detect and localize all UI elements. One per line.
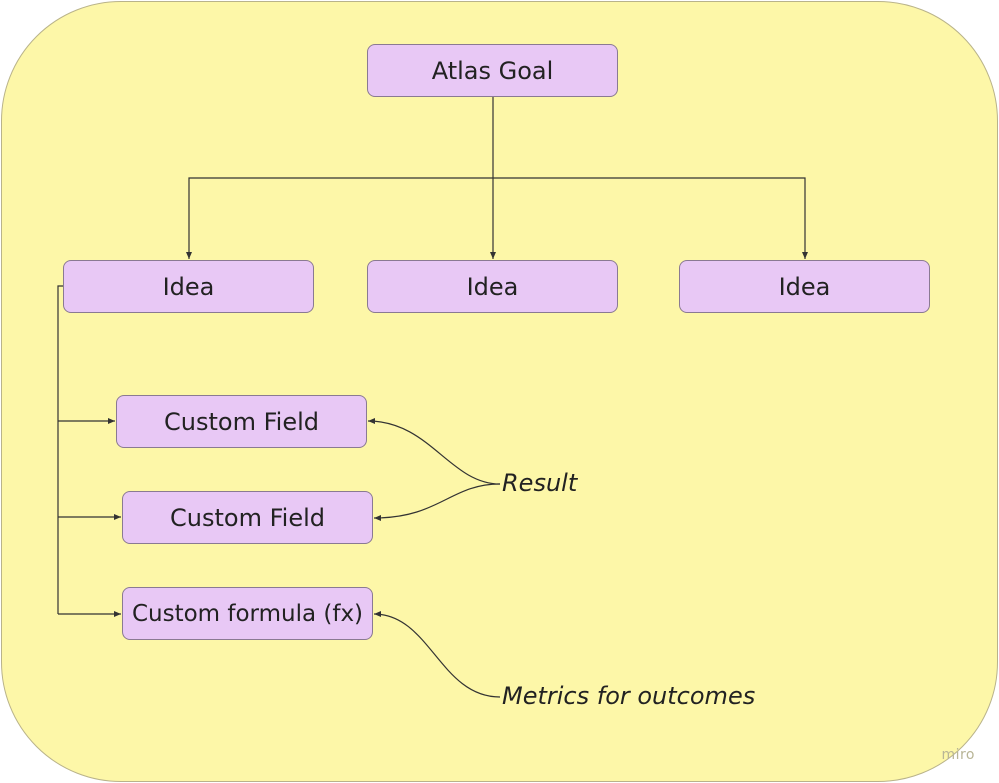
idea-node-label: Idea: [162, 272, 215, 301]
miro-watermark: miro: [941, 747, 975, 763]
goal-node[interactable]: Atlas Goal: [367, 44, 618, 97]
idea-node-label: Idea: [466, 272, 519, 301]
idea-node-label: Idea: [778, 272, 831, 301]
metrics-annotation: Metrics for outcomes: [502, 682, 756, 710]
custom-field-label: Custom Field: [170, 503, 325, 532]
result-annotation: Result: [502, 469, 578, 497]
custom-field-node-1[interactable]: Custom Field: [116, 395, 367, 448]
goal-node-label: Atlas Goal: [431, 56, 554, 85]
custom-field-node-2[interactable]: Custom Field: [122, 491, 373, 544]
custom-field-label: Custom Field: [164, 407, 319, 436]
idea-node-3[interactable]: Idea: [679, 260, 930, 313]
idea-node-2[interactable]: Idea: [367, 260, 618, 313]
custom-formula-label: Custom formula (fx): [131, 600, 364, 627]
idea-node-1[interactable]: Idea: [63, 260, 314, 313]
custom-formula-node[interactable]: Custom formula (fx): [122, 587, 373, 640]
